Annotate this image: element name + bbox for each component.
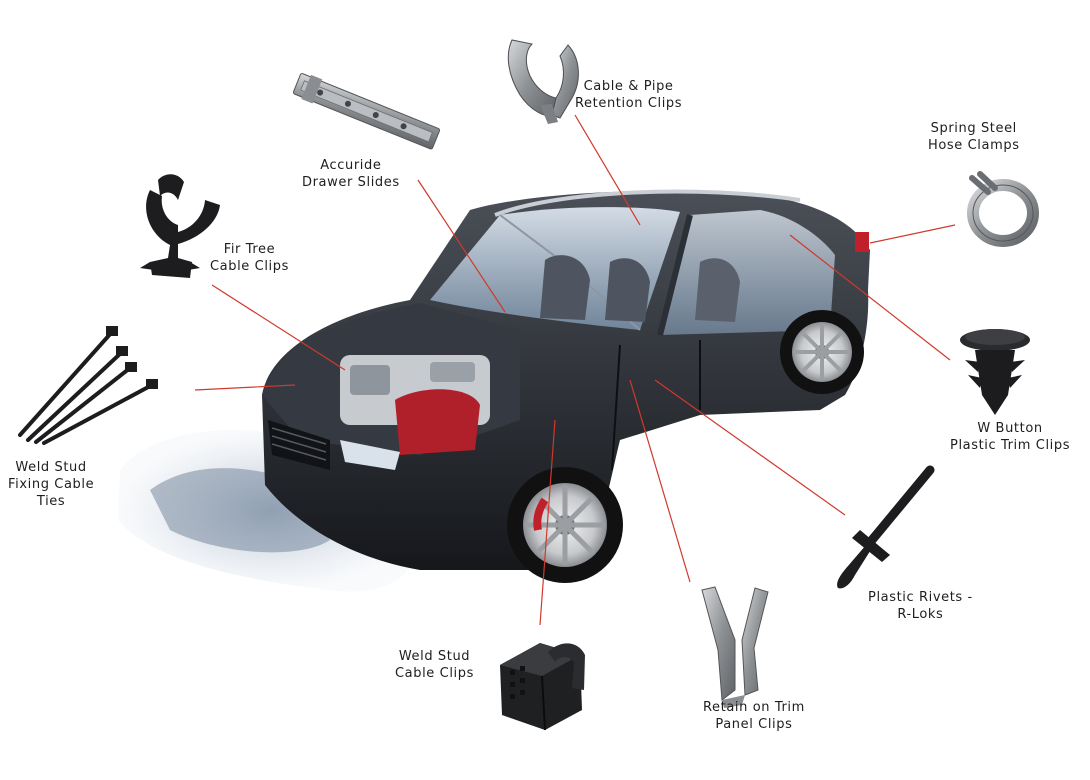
label-line: Plastic Rivets - (868, 590, 973, 605)
leader-weld-ties (194, 384, 296, 391)
car-illustration (262, 189, 870, 583)
leader-retain-trim (629, 379, 691, 583)
label-line: Weld Stud (15, 460, 87, 475)
w-button-clip-part (960, 329, 1030, 415)
label-line: Accuride (320, 158, 382, 173)
leader-spring-steel (869, 224, 956, 244)
label-accuride-drawer-slides: Accuride Drawer Slides (302, 157, 400, 191)
cable-pipe-clip-part (507, 39, 579, 124)
label-weld-stud-cable-clips: Weld Stud Cable Clips (395, 648, 474, 682)
leader-fir-tree (211, 284, 346, 371)
leader-cable-pipe (574, 114, 641, 226)
weld-stud-clip-part (500, 643, 585, 731)
plastic-rivet-part (837, 465, 935, 589)
leader-weld-clips (539, 419, 556, 626)
label-line: Retain on Trim (703, 700, 805, 715)
label-line: Retention Clips (575, 96, 683, 111)
label-retain-on-trim-panel-clips: Retain on Trim Panel Clips (703, 699, 805, 733)
label-w-button-plastic-trim-clips: W Button Plastic Trim Clips (950, 420, 1070, 454)
label-spring-steel-hose-clamps: Spring Steel Hose Clamps (928, 120, 1020, 154)
label-cable-pipe-retention-clips: Cable & Pipe Retention Clips (575, 78, 682, 112)
leader-plastic-rivets (654, 379, 846, 516)
fir-tree-clip-part (140, 174, 220, 278)
label-line: Hose Clamps (928, 138, 1020, 153)
label-line: Cable Clips (210, 259, 289, 274)
label-line: Ties (36, 494, 66, 509)
drawer-slide-part (292, 73, 441, 150)
label-line: W Button (977, 421, 1043, 436)
label-line: Fixing Cable (8, 477, 95, 492)
label-fir-tree-cable-clips: Fir Tree Cable Clips (210, 241, 289, 275)
leader-accuride (417, 179, 506, 313)
label-line: Drawer Slides (302, 175, 400, 190)
label-line: Panel Clips (715, 717, 793, 732)
label-weld-stud-fixing-cable-ties: Weld Stud Fixing Cable Ties (8, 459, 94, 510)
label-line: R-Loks (897, 607, 944, 622)
label-line: Spring Steel (930, 121, 1017, 136)
label-line: Fir Tree (223, 242, 276, 257)
leader-lines (194, 114, 956, 626)
label-plastic-rivets-r-loks: Plastic Rivets - R-Loks (868, 589, 973, 623)
trim-panel-clip-part (701, 586, 769, 708)
label-line: Weld Stud (398, 649, 471, 664)
cable-ties-part (18, 326, 158, 445)
hose-clamp-part (967, 171, 1039, 247)
label-line: Plastic Trim Clips (950, 438, 1071, 453)
label-line: Cable Clips (395, 666, 474, 681)
leader-w-button (789, 234, 951, 361)
label-line: Cable & Pipe (583, 79, 674, 94)
